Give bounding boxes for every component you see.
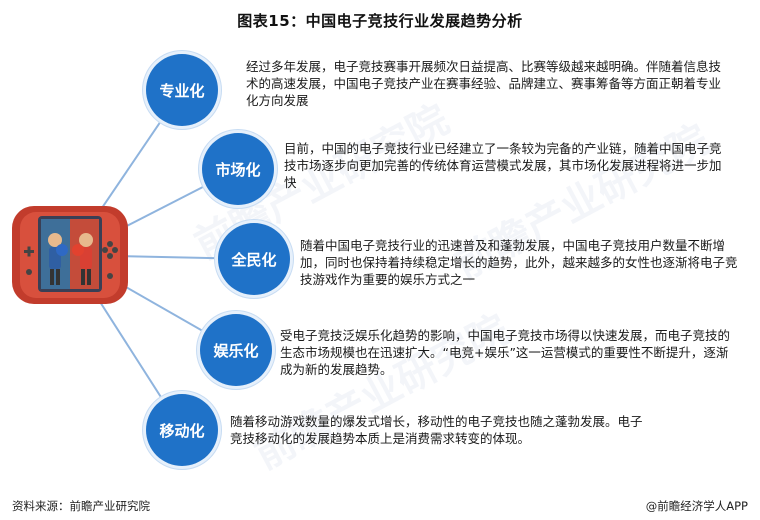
- trend-desc-entertainment: 受电子竞技泛娱乐化趋势的影响，中国电子竞技市场得以快速发展，而电子竞技的生态市场…: [280, 328, 731, 377]
- trend-node-professionalization: 专业化: [146, 54, 218, 126]
- trend-node-mobilization: 移动化: [146, 394, 218, 466]
- trend-node-popularization: 全民化: [218, 223, 290, 295]
- chart-title: 图表15：中国电子竞技行业发展趋势分析: [237, 12, 523, 30]
- trend-desc-professionalization: 经过多年发展，电子竞技赛事开展频次日益提高、比赛等级越来越明确。伴随着信息技术的…: [246, 59, 722, 108]
- source-note: 资料来源：前瞻产业研究院: [12, 499, 150, 513]
- trend-desc-marketization: 目前，中国的电子竞技行业已经建立了一条较为完备的产业链，随着中国电子竞技市场逐步…: [284, 141, 722, 190]
- brand-credit: @前瞻经济学人APP: [645, 499, 748, 513]
- trend-node-entertainment: 娱乐化: [200, 314, 272, 386]
- trend-desc-popularization: 随着中国电子竞技行业的迅速普及和蓬勃发展，中国电子竞技用户数量不断增加，同时也保…: [300, 238, 738, 287]
- game-console-boxing-icon: [12, 206, 128, 304]
- trend-desc-mobilization: 随着移动游戏数量的爆发式增长，移动性的电子竞技也随之蓬勃发展。电子竞技移动化的发…: [230, 414, 643, 446]
- trend-node-marketization: 市场化: [202, 133, 274, 205]
